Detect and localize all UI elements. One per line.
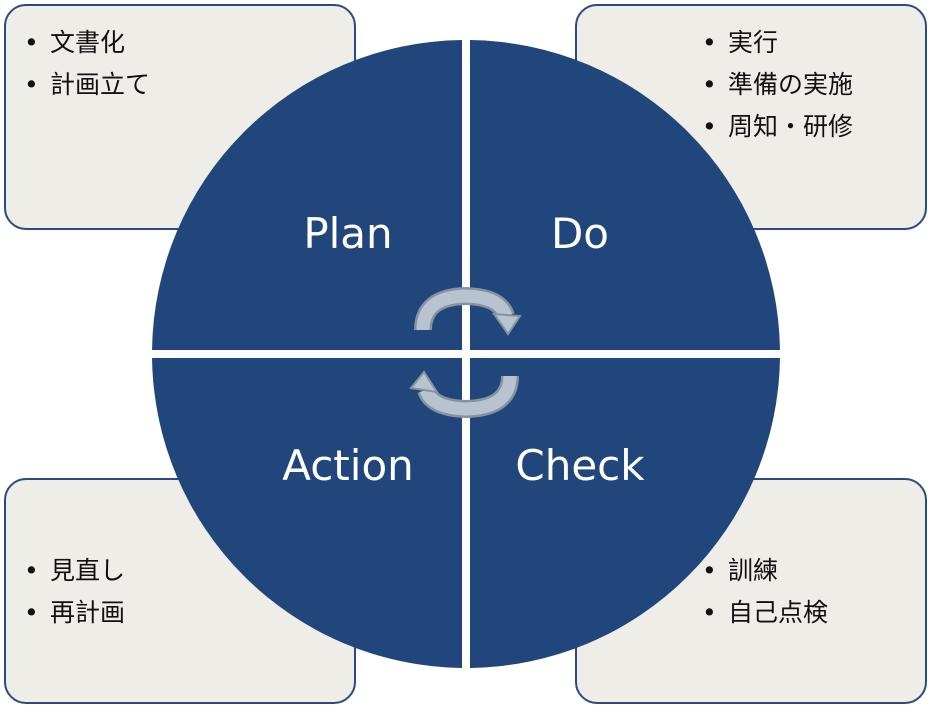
list-item: 再計画 bbox=[24, 592, 125, 634]
action-quadrant bbox=[152, 358, 462, 668]
plan-quadrant bbox=[152, 40, 462, 350]
list-item: 実行 bbox=[702, 22, 853, 64]
top-cycle-arrow-icon bbox=[414, 286, 522, 336]
list-item: 計画立て bbox=[24, 64, 150, 106]
action-label: Action bbox=[282, 441, 414, 490]
bottom-cycle-arrow-icon bbox=[409, 370, 519, 419]
action-list: 見直し 再計画 bbox=[24, 550, 125, 634]
list-item: 周知・研修 bbox=[702, 106, 853, 148]
cycle-arrows-icon bbox=[409, 286, 522, 419]
do-label: Do bbox=[551, 209, 609, 258]
do-quadrant bbox=[470, 40, 780, 350]
list-item: 自己点検 bbox=[702, 592, 828, 634]
list-item: 訓練 bbox=[702, 550, 828, 592]
list-item: 準備の実施 bbox=[702, 64, 853, 106]
check-list: 訓練 自己点検 bbox=[702, 550, 828, 634]
plan-list: 文書化 計画立て bbox=[24, 22, 150, 106]
check-quadrant bbox=[470, 358, 780, 668]
plan-label: Plan bbox=[303, 209, 392, 258]
list-item: 文書化 bbox=[24, 22, 150, 64]
do-list: 実行 準備の実施 周知・研修 bbox=[702, 22, 853, 148]
list-item: 見直し bbox=[24, 550, 125, 592]
check-label: Check bbox=[515, 441, 645, 490]
